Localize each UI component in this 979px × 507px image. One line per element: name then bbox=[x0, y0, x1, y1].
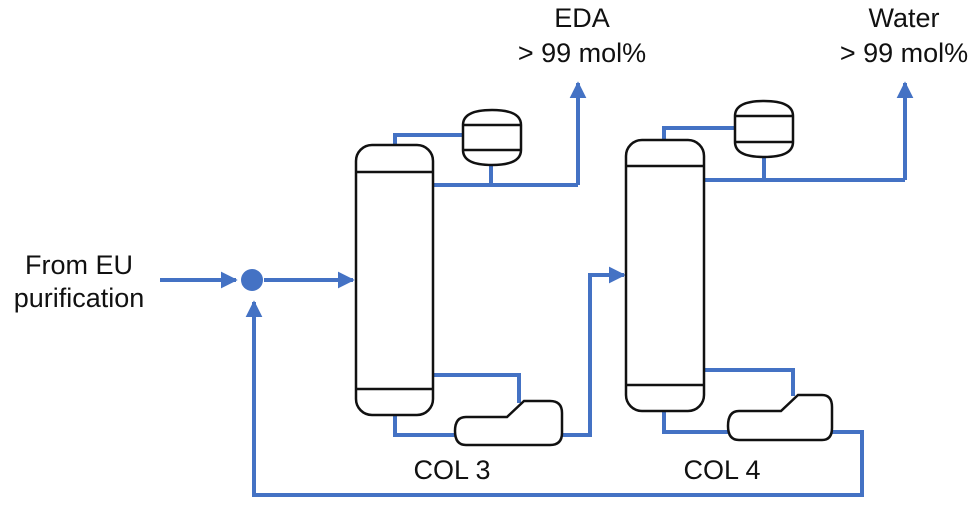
streams bbox=[160, 81, 914, 497]
col4-reboiler bbox=[726, 393, 834, 442]
water-title: Water bbox=[868, 3, 939, 33]
mixer-node bbox=[241, 269, 263, 291]
col4-column bbox=[624, 138, 706, 413]
feed-label-line2: purification bbox=[14, 283, 145, 313]
col4-overhead-vapor bbox=[662, 126, 735, 141]
col3-column bbox=[354, 143, 435, 417]
col4-reboiler-feed bbox=[662, 410, 731, 434]
col4-unit: COL 4 bbox=[624, 99, 834, 485]
eda-product-label: EDA > 99 mol% bbox=[518, 3, 646, 68]
recycle-stream bbox=[245, 300, 864, 497]
col3-bottoms-stream bbox=[562, 266, 626, 437]
col3-reflux-drum bbox=[461, 108, 523, 167]
col3-reboiler-return bbox=[433, 373, 521, 403]
col3-reboiler bbox=[453, 399, 564, 447]
water-purity: > 99 mol% bbox=[840, 38, 968, 68]
feed-label-line1: From EU bbox=[25, 250, 133, 280]
col4-reflux-drum bbox=[733, 99, 795, 159]
col3-label: COL 3 bbox=[413, 455, 490, 485]
col4-label: COL 4 bbox=[683, 455, 760, 485]
water-product-label: Water > 99 mol% bbox=[840, 3, 968, 68]
eda-title: EDA bbox=[554, 3, 610, 33]
col3-overhead-vapor bbox=[393, 133, 463, 146]
col4-reboiler-return bbox=[704, 368, 795, 396]
col3-unit: COL 3 bbox=[354, 108, 564, 485]
col3-reboiler-feed bbox=[393, 414, 458, 437]
feed-label: From EU purification bbox=[14, 250, 145, 313]
eda-purity: > 99 mol% bbox=[518, 38, 646, 68]
